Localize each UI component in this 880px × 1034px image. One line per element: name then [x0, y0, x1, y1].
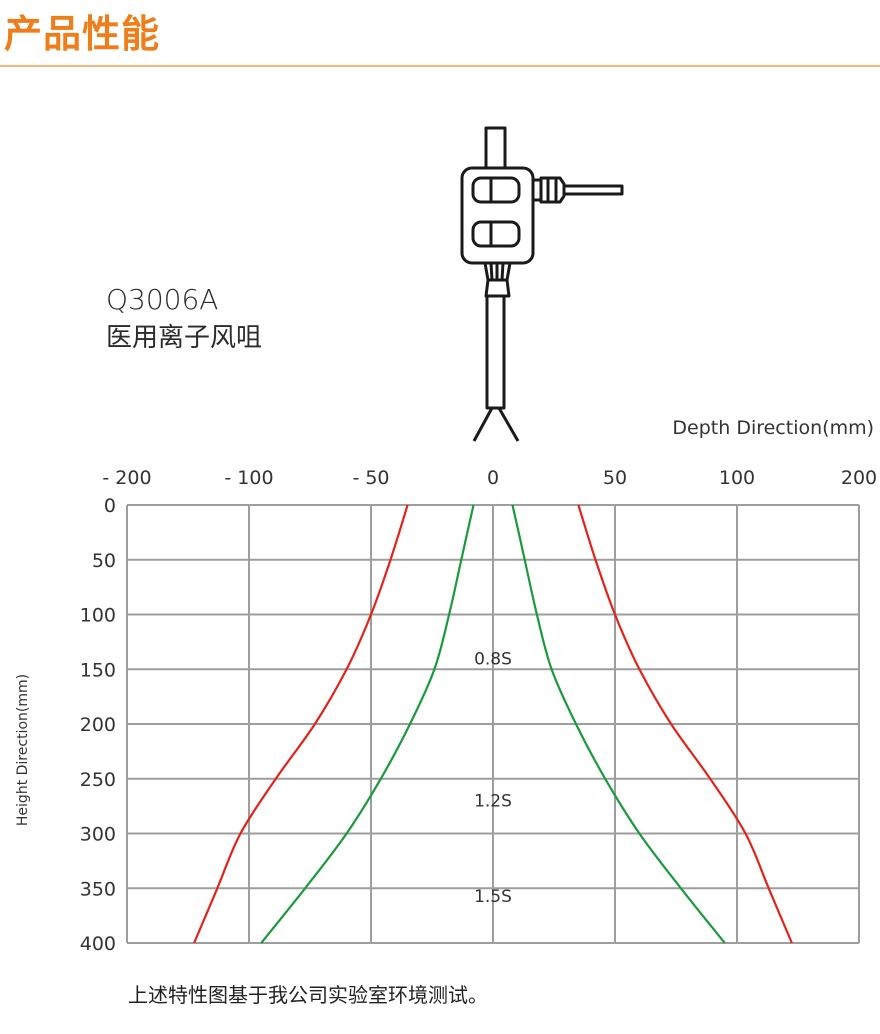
chart-ticks: - 200 - 100 - 50 0 50 100 200 0 50 100 150 200 250 30…	[80, 467, 877, 955]
test-footnote: 上述特性图基于我公司实验室环境测试。	[128, 983, 488, 1007]
y-tick-label: 350	[80, 878, 116, 900]
product-model: Q3006A	[106, 283, 219, 316]
time-annotation: 1.5S	[474, 887, 512, 907]
y-tick-label: 300	[80, 824, 116, 846]
time-annotation: 0.8S	[474, 649, 512, 669]
series-curve-1	[577, 504, 793, 944]
series-curve-0	[193, 504, 409, 944]
time-annotation: 1.2S	[474, 792, 512, 812]
y-tick-label: 400	[80, 933, 116, 955]
chart-annotations: 0.8S 1.2S 1.5S	[474, 649, 512, 907]
chart-series	[193, 504, 793, 944]
x-axis-label: Depth Direction(mm)	[672, 417, 874, 439]
y-tick-label: 200	[80, 714, 116, 736]
chart-grid	[126, 504, 860, 944]
series-curve-2	[260, 504, 475, 944]
x-tick-label: 0	[487, 467, 499, 489]
y-tick-label: 250	[80, 769, 116, 791]
y-axis-label: Height Direction(mm)	[15, 674, 31, 826]
x-tick-label: 100	[719, 467, 755, 489]
x-tick-label: - 200	[102, 467, 151, 489]
series-curve-3	[511, 504, 726, 944]
y-tick-label: 0	[104, 495, 116, 517]
product-name: 医用离子风咀	[106, 323, 263, 353]
x-tick-label: - 100	[224, 467, 273, 489]
y-tick-label: 150	[80, 659, 116, 681]
x-tick-label: - 50	[352, 467, 389, 489]
x-tick-label: 50	[603, 467, 627, 489]
y-tick-label: 100	[80, 605, 116, 627]
x-tick-label: 200	[841, 467, 877, 489]
title-divider	[0, 65, 880, 67]
page-title: 产品性能	[4, 12, 161, 56]
y-tick-label: 50	[92, 550, 116, 572]
